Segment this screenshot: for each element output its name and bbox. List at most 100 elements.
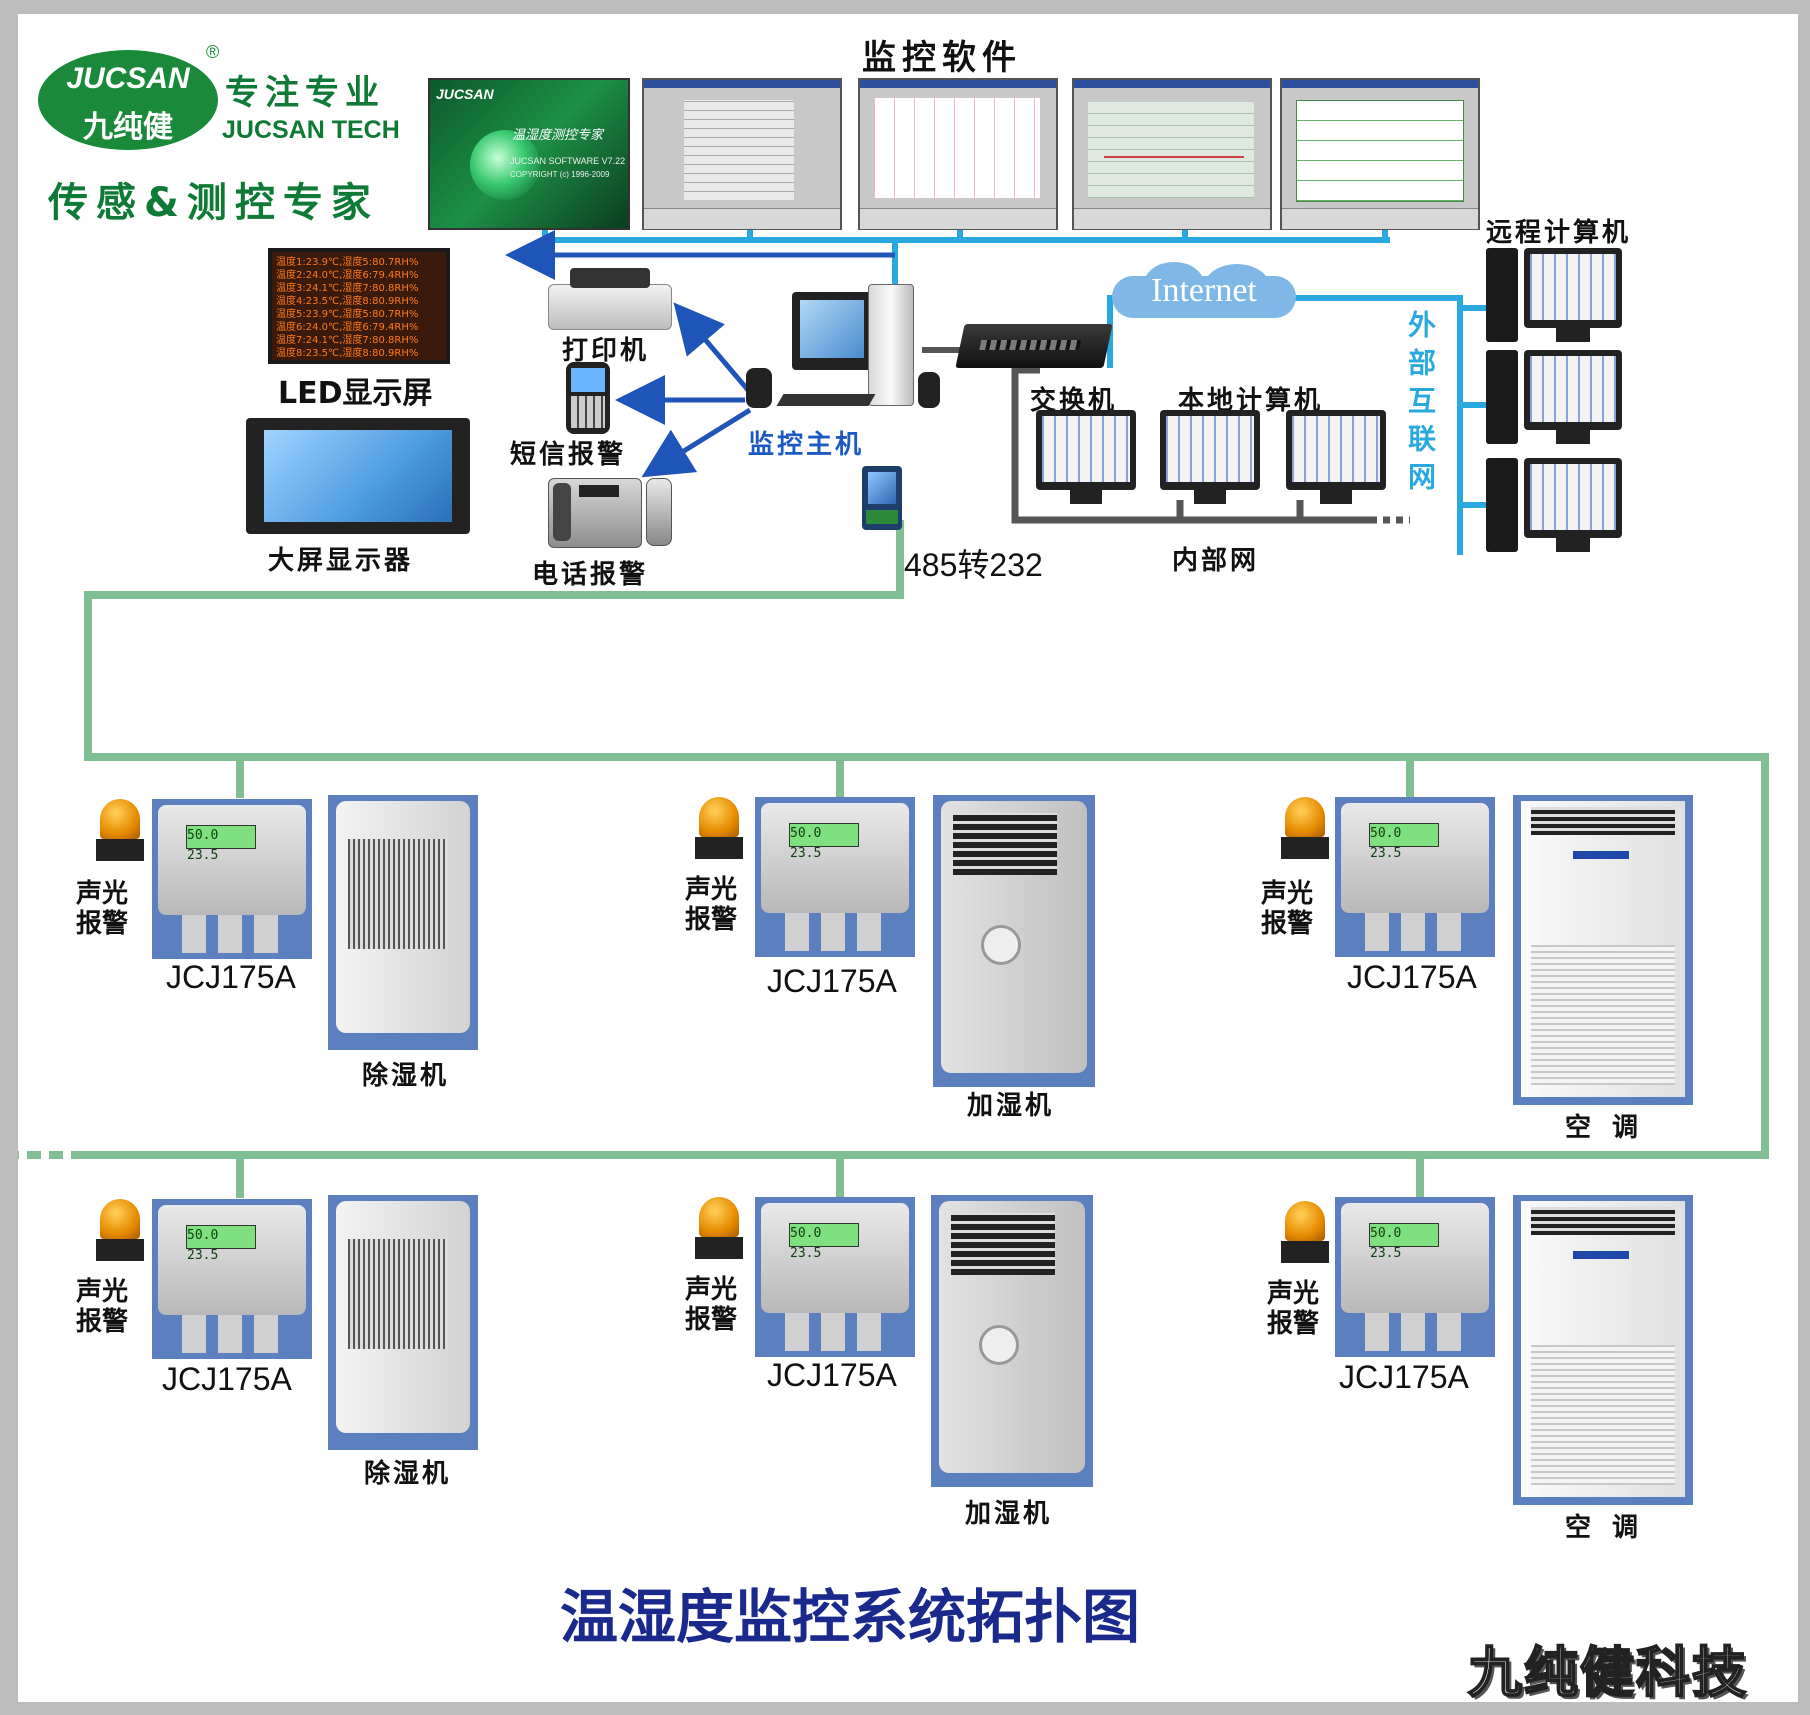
sensor-glands xyxy=(182,915,282,953)
sensor-glands xyxy=(785,913,885,951)
model-label: JCJ175A xyxy=(162,1361,292,1397)
titlebar xyxy=(644,80,840,88)
host-monitor-screen xyxy=(800,300,864,358)
software-screenshot-map xyxy=(1280,78,1480,230)
device-label: 空 调 xyxy=(1565,1113,1645,1143)
host-monitor xyxy=(792,292,872,370)
diagram-title: 温湿度监控系统拓扑图 xyxy=(560,1583,1141,1651)
humidifier-knob xyxy=(979,1325,1019,1365)
monitor-screen xyxy=(1530,254,1616,320)
lcd-humidity: 50.0 xyxy=(187,1228,219,1243)
led-label: LED显示屏 xyxy=(278,376,433,411)
sensor-lcd: 50.0 23.5 xyxy=(1369,823,1439,861)
splash-orb xyxy=(470,130,540,200)
remote-computer xyxy=(1486,350,1626,448)
converter-label: 485转232 xyxy=(904,547,1043,583)
led-line: 温度3:24.1℃,湿度7:80.8RH% xyxy=(276,283,419,294)
sensor-node-dehumidifier: 声光报警 50.0 23.5 JCJ175A 除湿机 xyxy=(70,795,510,1095)
software-screenshot-chart xyxy=(1072,78,1272,230)
device-label: 除湿机 xyxy=(364,1459,452,1489)
status-bar xyxy=(860,208,1056,229)
monitor-screen xyxy=(1530,356,1616,422)
alarm-beacon-icon xyxy=(96,799,144,863)
beacon-dome xyxy=(100,799,140,839)
titlebar xyxy=(860,80,1056,88)
curve-area xyxy=(874,98,1040,198)
humidifier-knob xyxy=(981,925,1021,965)
map-area xyxy=(1296,100,1464,202)
host-computer-icon xyxy=(740,282,940,414)
status-bar xyxy=(1074,208,1270,229)
status-bar xyxy=(1282,208,1478,229)
sensor-jcj175a: 50.0 23.5 xyxy=(1335,797,1495,957)
rs485-bus xyxy=(84,520,1769,1198)
phone-display xyxy=(579,485,619,497)
host-label: 监控主机 xyxy=(748,430,865,460)
monitor-frame xyxy=(1524,248,1622,328)
beacon-dome xyxy=(100,1199,140,1239)
lcd-temperature: 23.5 xyxy=(187,848,219,863)
host-speaker-right xyxy=(918,372,940,408)
model-label: JCJ175A xyxy=(1347,959,1477,995)
humidifier-grille xyxy=(951,1213,1055,1275)
beacon-base xyxy=(1281,837,1329,859)
software-screenshot-curve xyxy=(858,78,1058,230)
lcd-temperature: 23.5 xyxy=(790,846,822,861)
model-label: JCJ175A xyxy=(1339,1359,1469,1395)
sensor-node-humidifier: 声光报警 50.0 23.5 JCJ175A 加湿机 xyxy=(675,1195,1115,1529)
switch-icon xyxy=(955,324,1113,368)
sensor-glands xyxy=(182,1315,282,1353)
dehumidifier-grille xyxy=(348,839,448,949)
host-speaker-left xyxy=(746,368,772,408)
sensor-glands xyxy=(785,1313,885,1351)
software-screenshot-table xyxy=(642,78,842,230)
ac-display xyxy=(1573,1251,1629,1259)
monitor-screen xyxy=(1530,464,1616,530)
chart-area xyxy=(1088,102,1254,198)
printer-top xyxy=(570,268,650,288)
monitor-stand xyxy=(1556,538,1590,552)
beacon-base xyxy=(96,839,144,861)
switch-ports xyxy=(979,340,1082,350)
device-label: 空 调 xyxy=(1565,1513,1645,1543)
led-line: 温度8:23.5℃,湿度8:80.9RH% xyxy=(276,348,419,359)
ac-display xyxy=(1573,851,1629,859)
sensor-glands xyxy=(1365,913,1465,951)
humidifier-grille xyxy=(953,813,1057,875)
ac-bottom-vent xyxy=(1531,1345,1675,1485)
remote-pc-label: 远程计算机 xyxy=(1486,218,1632,248)
sensor-body xyxy=(761,803,909,913)
splash-title: 温湿度测控专家 xyxy=(512,128,604,143)
sensor-body xyxy=(158,805,306,915)
beacon-base xyxy=(1281,1241,1329,1263)
alarm-beacon-icon xyxy=(1281,797,1329,861)
monitor-frame xyxy=(1524,350,1622,430)
cordless-phone-icon xyxy=(646,478,672,546)
tagline: 传感&测控专家 xyxy=(48,180,379,226)
alarm-beacon-icon xyxy=(695,797,743,861)
big-screen-glass xyxy=(264,430,452,522)
splash-logo: JUCSAN xyxy=(436,86,494,102)
logo-word: JUCSAN xyxy=(66,62,190,95)
splash-copyright: COPYRIGHT (c) 1996-2009 xyxy=(510,170,610,179)
monitor-frame xyxy=(1286,410,1386,490)
led-display: 温度1:23.9℃,湿度5:80.7RH% 温度2:24.0℃,湿度6:79.4… xyxy=(268,248,450,364)
alarm-label: 声光报警 xyxy=(1261,879,1314,939)
lcd-temperature: 23.5 xyxy=(1370,1246,1402,1261)
lcd-temperature: 23.5 xyxy=(187,1248,219,1263)
alarm-label: 声光报警 xyxy=(1267,1279,1320,1339)
alarm-label: 声光报警 xyxy=(685,1275,738,1335)
sensor-glands xyxy=(1365,1313,1465,1351)
humidifier-icon xyxy=(931,1195,1093,1487)
beacon-base xyxy=(695,837,743,859)
alarm-label: 声光报警 xyxy=(76,1277,129,1337)
internet-cloud: Internet xyxy=(1112,262,1296,322)
internet-label: Internet xyxy=(1151,272,1257,309)
software-splash: JUCSAN 温湿度测控专家 JUCSAN SOFTWARE V7.22 COP… xyxy=(428,78,630,230)
ac-top-vent xyxy=(1531,807,1675,835)
alarm-beacon-icon xyxy=(96,1199,144,1263)
remote-tower xyxy=(1486,458,1518,552)
cloud-puff-left xyxy=(1144,262,1204,306)
led-line: 温度1:23.9℃,湿度5:80.7RH% xyxy=(276,257,419,268)
